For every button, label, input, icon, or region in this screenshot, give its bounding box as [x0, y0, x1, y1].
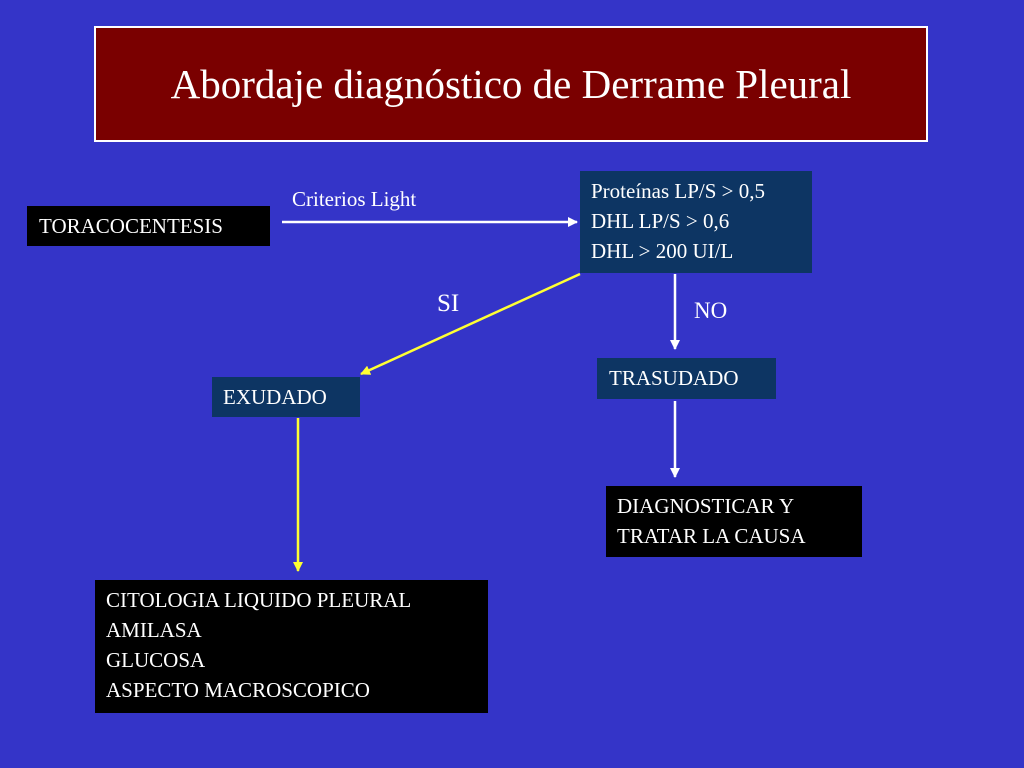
node-trasudado-label: TRASUDADO [609, 366, 739, 390]
test-amilasa: AMILASA [106, 618, 202, 642]
node-trasudado: TRASUDADO [597, 358, 776, 399]
node-diagnosticar: DIAGNOSTICAR Y TRATAR LA CAUSA [606, 486, 862, 557]
diagnosticar-line-1: DIAGNOSTICAR Y [617, 494, 795, 518]
criterion-proteinas: Proteínas LP/S > 0,5 [591, 179, 766, 203]
criterion-dhl-ratio: DHL LP/S > 0,6 [591, 209, 730, 233]
diagnosticar-line-2: TRATAR LA CAUSA [617, 524, 806, 548]
label-no: NO [694, 298, 728, 323]
label-si: SI [437, 290, 460, 317]
test-aspecto-macroscopico: ASPECTO MACROSCOPICO [106, 678, 370, 702]
node-exudado-label: EXUDADO [223, 385, 327, 409]
node-toracocentesis-label: TORACOCENTESIS [39, 214, 223, 238]
test-citologia: CITOLOGIA LIQUIDO PLEURAL [106, 588, 412, 612]
node-light-criteria: Proteínas LP/S > 0,5 DHL LP/S > 0,6 DHL … [580, 171, 812, 273]
test-glucosa: GLUCOSA [106, 648, 206, 672]
node-toracocentesis: TORACOCENTESIS [27, 206, 270, 246]
slide-title: Abordaje diagnóstico de Derrame Pleural [94, 26, 928, 142]
label-criterios-light: Criterios Light [292, 187, 417, 211]
node-exudado-tests: CITOLOGIA LIQUIDO PLEURAL AMILASA GLUCOS… [95, 580, 488, 713]
slide-title-text: Abordaje diagnóstico de Derrame Pleural [170, 61, 852, 107]
node-exudado: EXUDADO [212, 377, 360, 417]
criterion-dhl-value: DHL > 200 UI/L [591, 239, 734, 263]
arrow-criteria-to-exudado [360, 272, 581, 376]
